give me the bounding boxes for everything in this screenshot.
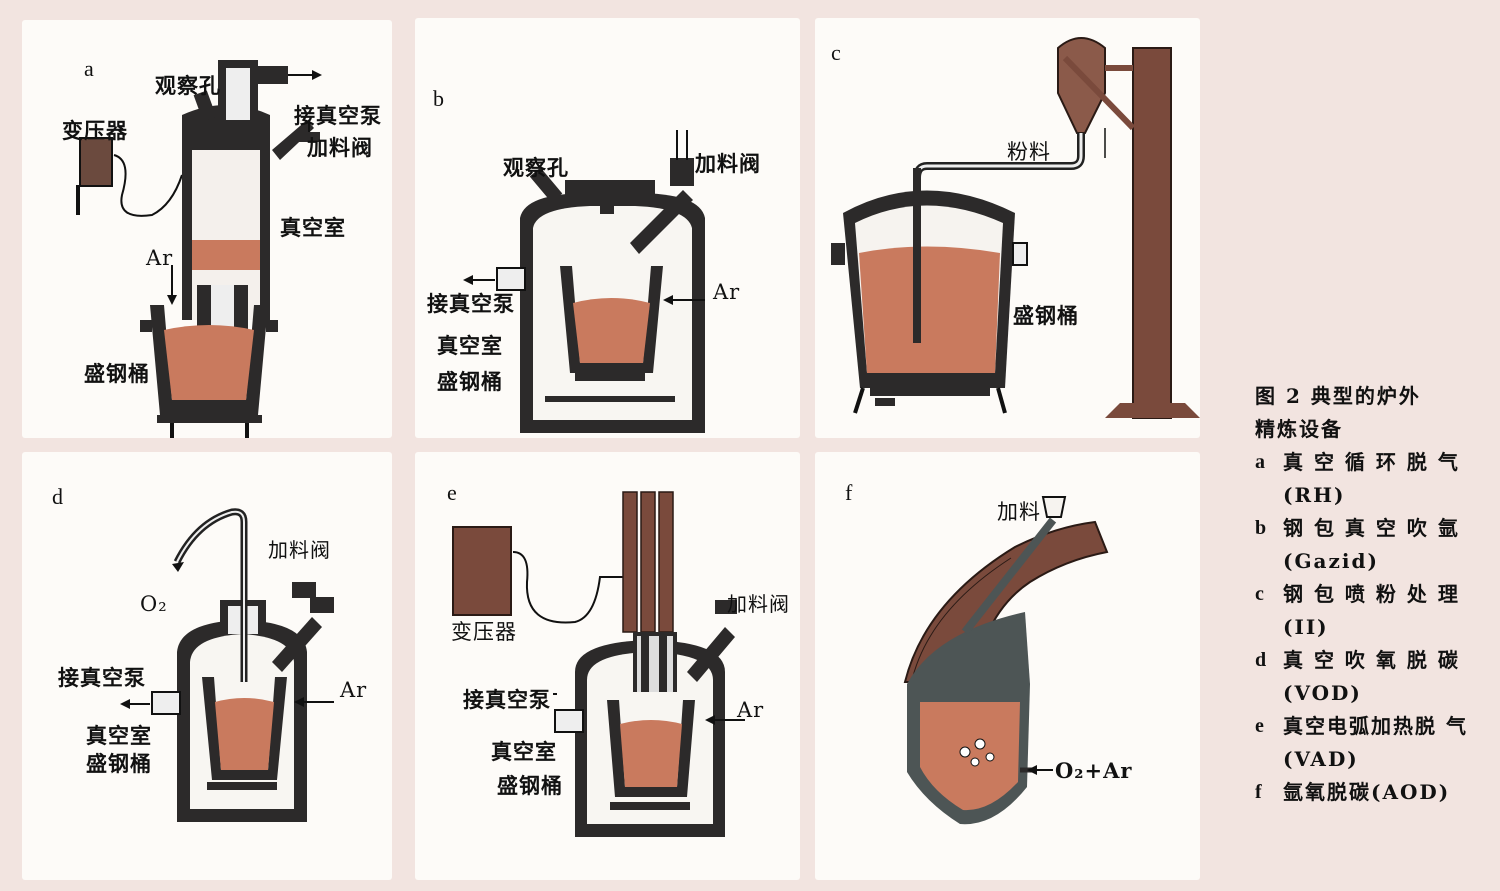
electrode-3 [658, 491, 674, 633]
label-ladle-c: 盛钢桶 [1013, 303, 1079, 328]
label-argon-b: Ar [713, 280, 741, 304]
caption-text: 氩氧脱碳(AOD) [1283, 780, 1451, 804]
label-argon: Ar [146, 246, 174, 270]
label-vacuum-pump-e: 接真空泵 [463, 687, 551, 712]
label-argon-e: Ar [737, 698, 765, 722]
panel-letter-b: b [433, 86, 444, 111]
label-ladle-b: 盛钢桶 [437, 369, 503, 394]
support-column [1132, 47, 1172, 419]
label-ladle-e: 盛钢桶 [497, 773, 563, 798]
panel-letter-f: f [845, 480, 853, 505]
caption-text: 真 空 循 环 脱 气 (RH) [1283, 450, 1460, 507]
label-transformer: 变压器 [62, 118, 128, 143]
label-feed-valve: 加料阀 [307, 135, 373, 160]
panel-letter-e: e [447, 480, 457, 505]
label-feed-valve-e: 加料阀 [727, 592, 790, 616]
caption-item: a 真 空 循 环 脱 气 (RH) [1255, 446, 1490, 512]
ladle-argon-drawing [463, 130, 705, 433]
caption-title-line2: 精炼设备 [1255, 417, 1343, 441]
panel-c: c 粉料 盛钢桶 [815, 18, 1200, 438]
caption-key: f [1255, 781, 1264, 803]
caption-key: a [1255, 451, 1267, 473]
panel-d: d 加料阀 O₂ 接真空泵 Ar 真空室 盛钢桶 [22, 452, 392, 880]
label-ladle-d: 盛钢桶 [86, 751, 152, 776]
electrode-2 [640, 491, 656, 633]
caption-item: b 钢 包 真 空 吹 氩 (Gazid) [1255, 512, 1490, 578]
caption-key: b [1255, 517, 1269, 539]
caption-key: c [1255, 583, 1266, 605]
label-transformer-e: 变压器 [451, 620, 517, 644]
caption-item: d 真 空 吹 氧 脱 碳 (VOD) [1255, 644, 1490, 710]
label-vacuum-chamber: 真空室 [280, 215, 346, 240]
caption-key: e [1255, 715, 1266, 737]
label-feed: 加料 [997, 500, 1041, 524]
electrode-1 [622, 491, 638, 633]
panel-letter-d: d [52, 484, 63, 509]
powder-injection-drawing [831, 37, 1200, 419]
panel-f: f 加料 O₂+Ar [815, 452, 1200, 880]
ladle-e [607, 700, 695, 797]
label-observation-port-b: 观察孔 [503, 155, 569, 180]
caption-text: 钢 包 喷 粉 处 理 (II) [1283, 582, 1460, 639]
label-observation-port: 观察孔 [155, 73, 221, 98]
label-vacuum-chamber-b: 真空室 [437, 333, 503, 358]
label-feed-valve-d: 加料阀 [268, 538, 331, 562]
label-vacuum-pump-d: 接真空泵 [58, 665, 146, 690]
caption-key: d [1255, 649, 1269, 671]
caption-item: c 钢 包 喷 粉 处 理 (II) [1255, 578, 1490, 644]
label-vacuum-chamber-e: 真空室 [491, 739, 557, 764]
rh-degasser-drawing [76, 60, 322, 438]
powder-hopper [1057, 37, 1106, 134]
caption-text: 真空电弧加热脱 气(VAD) [1283, 714, 1468, 771]
panel-b: b 观察孔 加料阀 接真空泵 Ar 真空室 盛钢桶 [415, 18, 800, 438]
panel-e: e 变压器 加料阀 接真空泵 Ar 真空室 盛钢桶 [415, 452, 800, 880]
label-vacuum-pump-b: 接真空泵 [427, 291, 515, 316]
label-vacuum-chamber-d: 真空室 [86, 723, 152, 748]
label-argon-d: Ar [340, 678, 368, 702]
transformer-e [452, 526, 512, 616]
caption-item: e 真空电弧加热脱 气(VAD) [1255, 710, 1490, 776]
label-oxygen-argon: O₂+Ar [1055, 758, 1133, 783]
label-vacuum-pump: 接真空泵 [294, 103, 382, 128]
caption-text: 真 空 吹 氧 脱 碳 (VOD) [1283, 648, 1460, 705]
caption-item: f 氩氧脱碳(AOD) [1255, 776, 1490, 809]
caption-title-line1: 图 2 典型的炉外 [1255, 384, 1421, 408]
panel-a: a 观察孔 接真空泵 变压器 加料阀 真空室 Ar 盛钢桶 [22, 20, 392, 438]
panel-letter-a: a [84, 56, 94, 81]
label-powder: 粉料 [1007, 140, 1051, 164]
ladle-b [560, 266, 663, 373]
label-oxygen: O₂ [140, 592, 168, 616]
label-feed-valve-b: 加料阀 [695, 151, 761, 176]
aod-drawing [903, 496, 1109, 825]
ladle-a [150, 305, 268, 415]
vacuum-vessel [182, 105, 270, 320]
panel-letter-c: c [831, 40, 841, 65]
vad-drawing [452, 491, 745, 837]
label-ladle: 盛钢桶 [84, 361, 150, 386]
figure-caption: 图 2 典型的炉外 精炼设备 a 真 空 循 环 脱 气 (RH) b 钢 包 … [1255, 380, 1490, 809]
transformer-box [79, 137, 113, 187]
ladle-d [202, 677, 287, 780]
vod-drawing [120, 508, 334, 822]
caption-text: 钢 包 真 空 吹 氩 (Gazid) [1283, 516, 1460, 573]
